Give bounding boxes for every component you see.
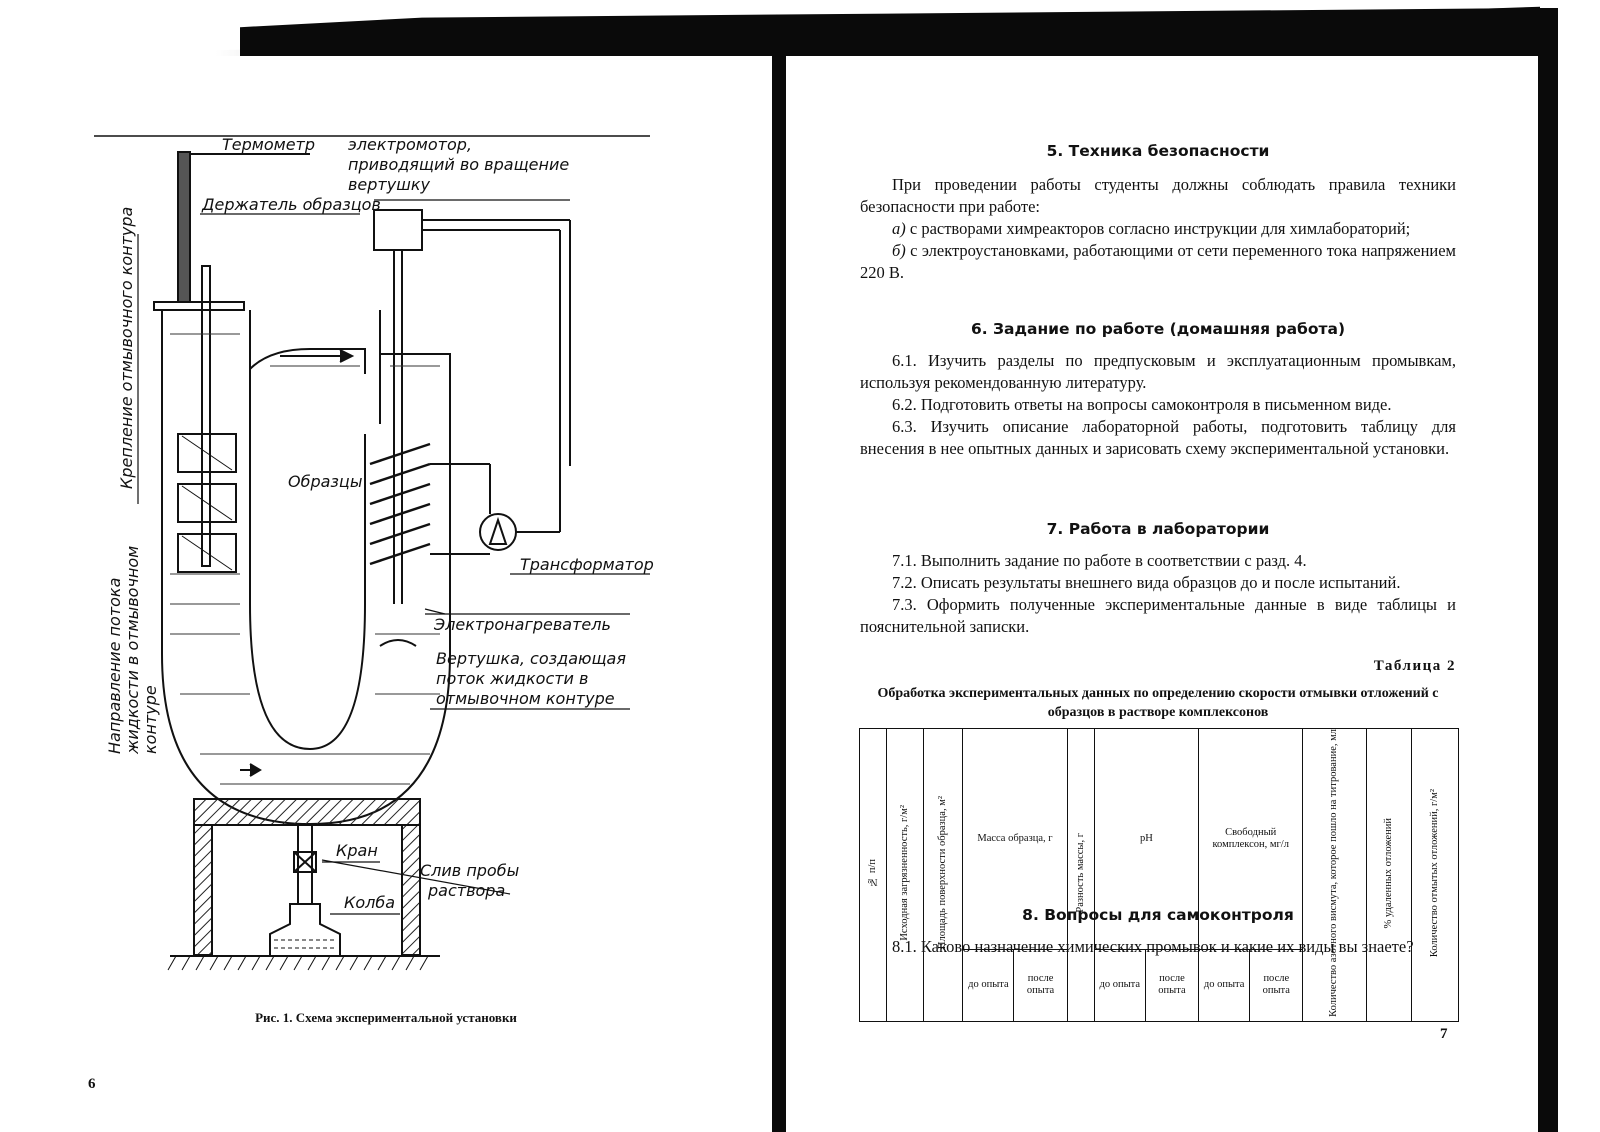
label-holder: Держатель образцов — [201, 195, 381, 214]
section-6-body: 6.1. Изучить разделы по предпусковым и э… — [860, 350, 1456, 460]
table-subheader-row: до опыта после опыта до опыта после опыт… — [860, 948, 1459, 1022]
label-drain-line: раствора — [427, 881, 505, 900]
header-text: Количество азотного висмута, которое пош… — [1328, 729, 1340, 1017]
section-6-paragraph: 6.2. Подготовить ответы на вопросы самок… — [892, 395, 1392, 414]
label-flow-line: контуре — [141, 685, 160, 754]
header-cell-area: Площадь поверхности образца, м² — [923, 728, 964, 1022]
label-flow-line: Направление потока — [105, 578, 124, 754]
subheader-free-after: после опыта — [1249, 948, 1304, 1022]
section-5-body: При проведении работы студенты должны со… — [860, 174, 1456, 284]
subheader-mass-before: до опыта — [962, 948, 1015, 1022]
label-thermometer: Термометр — [222, 135, 315, 154]
data-table: № п/п Исходная загрязненность, г/м² Площ… — [858, 728, 1460, 1022]
left-page: Термометр электромотор, приводящий во вр… — [0, 56, 772, 1132]
subheader-mass-after: после опыта — [1013, 948, 1068, 1022]
header-text: Количество отмытых отложений, г/м² — [1428, 788, 1440, 958]
label-motor-line: электромотор, — [348, 135, 472, 154]
header-cell-mass: Масса образца, г — [962, 728, 1068, 950]
item-marker: а) — [892, 219, 906, 238]
section-7-paragraph: 7.3. Оформить полученные экспериментальн… — [860, 595, 1456, 636]
header-cell-mass-diff: Разность массы, г — [1066, 728, 1095, 1022]
subheader-ph-before: до опыта — [1093, 948, 1146, 1022]
section-5-paragraph: При проведении работы студенты должны со… — [860, 175, 1456, 216]
header-cell-bismuth: Количество азотного висмута, которое пош… — [1302, 728, 1367, 1022]
item-text: с растворами химреакторов согласно инстр… — [905, 219, 1411, 238]
header-cell-free-complexon: Свободный комплексон, мг/л — [1198, 728, 1304, 950]
header-cell-ph: pH — [1093, 728, 1200, 950]
section-7-heading: 7. Работа в лаборатории — [1046, 520, 1270, 538]
table-title: Обработка экспериментальных данных по оп… — [877, 686, 1439, 720]
apparatus-diagram: Термометр электромотор, приводящий во вр… — [94, 135, 654, 971]
label-transformer: Трансформатор — [520, 555, 654, 574]
header-text: Площадь поверхности образца, м² — [937, 796, 949, 950]
header-cell-initial: Исходная загрязненность, г/м² — [886, 728, 925, 1022]
section-6-paragraph: 6.3. Изучить описание лабораторной работ… — [860, 417, 1456, 458]
subheader-free-before: до опыта — [1198, 948, 1251, 1022]
page-number-left: 6 — [88, 1076, 96, 1092]
label-motor-line: вертушку — [348, 175, 431, 194]
label-drain: Слив пробы раствора — [420, 861, 524, 900]
table-label: Таблица 2 — [1373, 658, 1456, 674]
item-marker: б) — [892, 241, 906, 260]
section-5-item-a: а) с растворами химреакторов согласно ин… — [860, 218, 1456, 240]
scan-margin-right — [1558, 8, 1600, 1132]
label-flow: Направление потока жидкости в отмывочном… — [105, 541, 160, 755]
section-7-paragraph: 7.1. Выполнить задание по работе в соотв… — [892, 551, 1307, 570]
label-impeller-line: поток жидкости в — [436, 669, 588, 688]
label-samples: Образцы — [288, 472, 362, 491]
section-7-body: 7.1. Выполнить задание по работе в соотв… — [860, 550, 1456, 638]
label-heater: Электронагреватель — [433, 615, 611, 634]
section-8-heading: 8. Вопросы для самоконтроля — [1022, 906, 1294, 924]
book-spine-shadow — [772, 50, 786, 1132]
section-6-paragraph: 6.1. Изучить разделы по предпусковым и э… — [860, 351, 1456, 392]
header-text: Разность массы, г — [1074, 833, 1086, 913]
label-drain-line: Слив пробы — [420, 861, 519, 880]
scan-edge-right — [1538, 8, 1558, 1132]
label-impeller: Вертушка, создающая поток жидкости в отм… — [436, 649, 631, 708]
section-8-paragraph: 8.1. Каково назначение химических промыв… — [892, 937, 1414, 956]
section-8-body: 8.1. Каково назначение химических промыв… — [860, 936, 1456, 958]
item-text: с электроустановками, работающими от сет… — [860, 241, 1456, 282]
label-impeller-line: отмывочном контуре — [436, 689, 615, 708]
label-flask: Колба — [344, 893, 395, 912]
header-cell-removed-amount: Количество отмытых отложений, г/м² — [1410, 728, 1460, 1022]
label-flow-line: жидкости в отмывочном — [123, 546, 142, 755]
figure-caption: Рис. 1. Схема экспериментальной установк… — [255, 1010, 517, 1025]
label-impeller-line: Вертушка, создающая — [436, 649, 626, 668]
label-motor: электромотор, приводящий во вращение вер… — [348, 135, 574, 194]
header-text: № п/п — [867, 859, 879, 887]
section-6-heading: 6. Задание по работе (домашняя работа) — [970, 320, 1346, 338]
section-5-heading: 5. Техника безопасности — [1046, 142, 1270, 160]
header-cell-num: № п/п — [858, 728, 888, 1022]
subheader-ph-after: после опыта — [1144, 948, 1200, 1022]
page-number-right: 7 — [1440, 1026, 1448, 1042]
label-motor-line: приводящий во вращение — [348, 155, 569, 174]
label-valve: Кран — [336, 841, 378, 860]
scan-shadow-top-2 — [240, 8, 1540, 56]
section-7-paragraph: 7.2. Описать результаты внешнего вида об… — [892, 573, 1401, 592]
label-mount: Крепление отмывочного контура — [117, 207, 136, 489]
header-cell-removed-pct: % удаленных отложений — [1365, 728, 1412, 1022]
table-header-row: № п/п Исходная загрязненность, г/м² Площ… — [858, 728, 1460, 1022]
section-5-item-b: б) с электроустановками, работающими от … — [860, 240, 1456, 284]
